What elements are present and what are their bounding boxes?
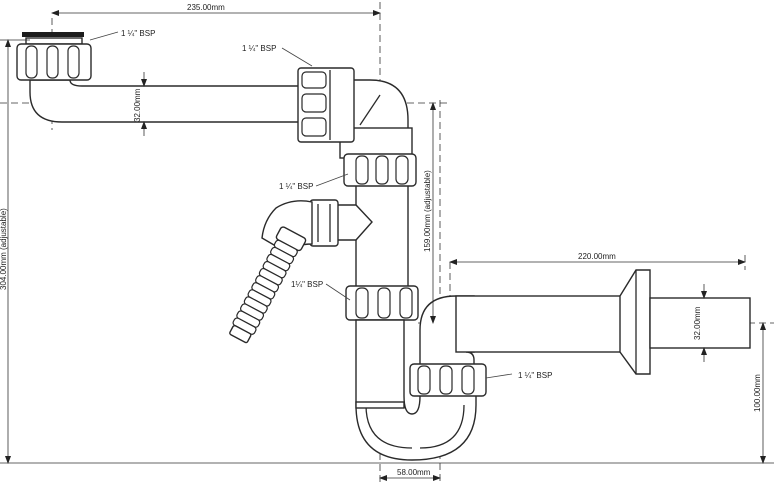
vertical-stack — [261, 153, 419, 321]
dim-width-right-label: 220.00mm — [578, 252, 616, 261]
dim-pipe-dia-right-label: 32.00mm — [693, 306, 702, 340]
callout-top-inlet: 1 ¼" BSP — [121, 29, 155, 38]
leader-lines — [89, 31, 513, 379]
dim-height-right-label: 100.00mm — [753, 374, 762, 412]
callout-right-nut: 1 ¼" BSP — [518, 371, 552, 380]
callout-upper-junction: 1 ¼" BSP — [242, 44, 276, 53]
dim-width-top-label: 235.00mm — [187, 3, 225, 12]
dim-width-bottom-label: 58.00mm — [397, 468, 431, 477]
dim-pipe-dia-left-label: 32.00mm — [133, 88, 142, 122]
upper-elbow — [297, 67, 413, 161]
callout-lower-nut: 1¼" BSP — [291, 280, 323, 289]
dim-height-total-label: 304.00mm (adjustable) — [0, 208, 8, 290]
basin-outlet-assembly — [16, 32, 301, 123]
dim-height-middle-label: 159.00mm (adjustable) — [423, 170, 432, 252]
hose-spigot — [229, 226, 307, 344]
outlet-flange-top — [22, 32, 84, 37]
callout-middle-nut: 1 ¼" BSP — [279, 182, 313, 191]
right-outlet-pipe — [455, 269, 751, 375]
dimension-lines — [0, 10, 774, 481]
